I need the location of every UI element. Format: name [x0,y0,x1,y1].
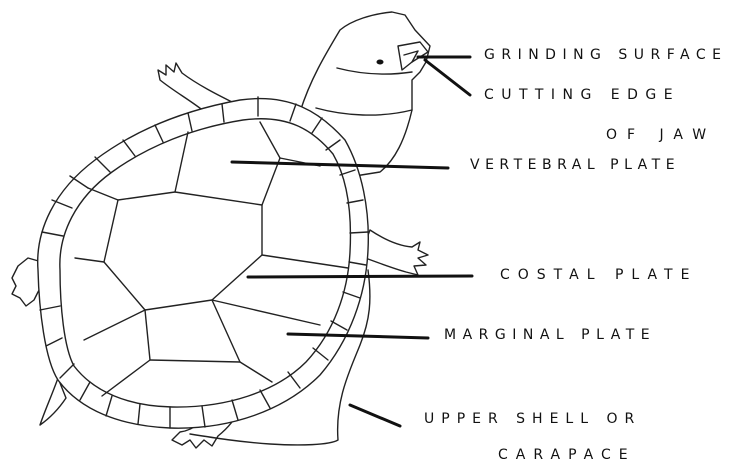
label-marginal-plate: MARGINAL PLATE [444,328,656,342]
front-right-flipper [360,230,428,275]
label-upper-shell: UPPER SHELL OR [424,412,641,426]
label-grinding-surface: GRINDING SURFACE [484,48,727,62]
leader-upper-shell [350,405,400,426]
leader-costal-plate [248,276,472,277]
label-vertebral-plate: VERTEBRAL PLATE [470,158,680,172]
label-costal-plate: COSTAL PLATE [500,268,697,282]
turtle-eye [377,60,384,65]
label-cutting-edge: CUTTING EDGE [484,88,680,102]
label-of-jaw: OF JAW [606,128,716,142]
leader-cutting-edge [425,60,470,95]
label-carapace: CARAPACE [498,448,636,462]
